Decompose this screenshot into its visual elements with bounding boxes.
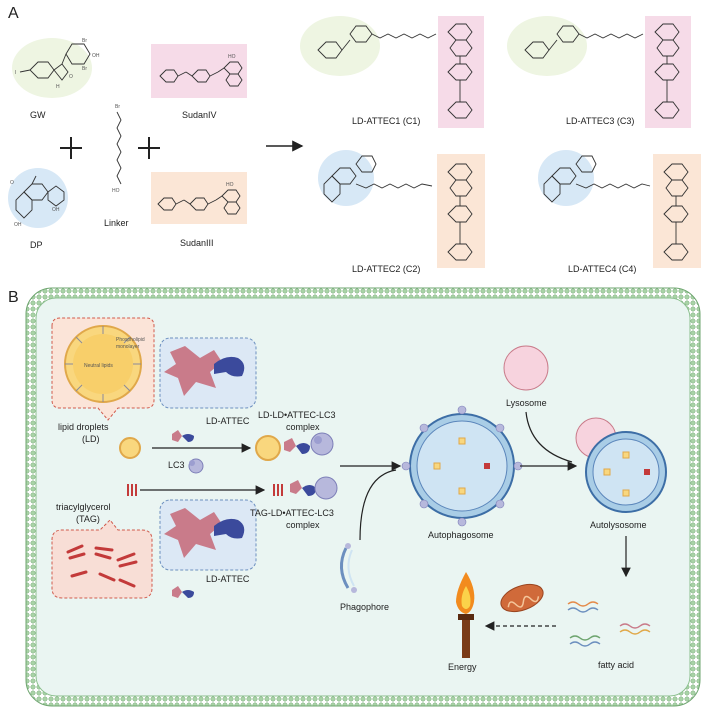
sudan3-molecule: HO	[151, 172, 247, 224]
attec-bubble-top	[159, 337, 257, 409]
autolysosome	[575, 417, 667, 513]
c2-label: LD-ATTEC2 (C2)	[352, 264, 420, 274]
energy-label: Energy	[448, 662, 477, 672]
torch-icon	[456, 572, 475, 658]
c3-label: LD-ATTEC3 (C3)	[566, 116, 634, 126]
ld-attec-label-bottom: LD-ATTEC	[206, 574, 250, 584]
plus-icon-1	[60, 137, 82, 159]
product-c4	[538, 150, 701, 268]
complex-bottom-line2: complex	[286, 520, 320, 530]
panel-b-letter: B	[8, 289, 19, 306]
dp-oh1: OH	[52, 207, 60, 213]
lysosome	[503, 345, 549, 391]
gw-label: GW	[30, 110, 46, 120]
lc3-label: LC3	[168, 460, 185, 470]
attec-molecule-icon-2	[172, 586, 194, 598]
ld-label-line2: (LD)	[82, 434, 100, 444]
complex-top-line1: LD-LD•ATTEC-LC3	[258, 410, 336, 420]
fatty-acid-icon	[567, 601, 651, 647]
phagophore	[340, 543, 357, 593]
autophagosome-label: Autophagosome	[428, 530, 494, 540]
phospholipid-line2: monolayer	[116, 344, 140, 350]
gw-h: H	[56, 84, 60, 90]
autolysosome-label: Autolysosome	[590, 520, 647, 530]
ld-complex	[255, 432, 334, 461]
arrow-lysosome	[525, 411, 573, 463]
lc3-protein-icon	[188, 458, 204, 474]
neutral-lipids: Neutral lipids	[84, 363, 113, 369]
linker-label: Linker	[104, 218, 129, 228]
gw-oh: OH	[92, 53, 100, 59]
tag-label-line2: (TAG)	[76, 514, 100, 524]
dp-label: DP	[30, 240, 43, 250]
sudan4-oh: HO	[228, 54, 236, 60]
sudan4-label: SudanIV	[182, 110, 217, 120]
linker-br: Br	[115, 104, 120, 110]
product-c1	[300, 16, 484, 128]
tag-icon	[127, 484, 137, 496]
dp-oh2: OH	[14, 222, 22, 228]
phagophore-label: Phagophore	[340, 602, 389, 612]
autophagosome	[401, 405, 523, 527]
linker-molecule: Br HO	[112, 104, 122, 194]
c1-label: LD-ATTEC1 (C1)	[352, 116, 420, 126]
plus-icon-2	[138, 137, 160, 159]
gw-molecule: I Br Br OH O H	[12, 38, 100, 98]
complex-top-line2: complex	[286, 422, 320, 432]
dp-o1: O	[10, 180, 14, 186]
ld-attec-label-top: LD-ATTEC	[206, 416, 250, 426]
sudan4-molecule: HO	[151, 44, 247, 98]
lipid-droplet-icon	[119, 437, 141, 459]
gw-br2: Br	[82, 66, 87, 72]
phospholipid-line1: Phospholipid	[116, 337, 145, 343]
gw-o: O	[69, 74, 73, 80]
gw-iodine: I	[15, 70, 16, 76]
c4-label: LD-ATTEC4 (C4)	[568, 264, 636, 274]
tag-complex	[273, 476, 338, 500]
sudan3-oh: HO	[226, 182, 234, 188]
dp-molecule: O OH OH	[8, 168, 68, 228]
gw-br1: Br	[82, 38, 87, 44]
mitochondrion-icon	[500, 583, 544, 613]
tag-zoom-bubble	[51, 519, 153, 599]
ld-label-line1: lipid droplets	[58, 422, 109, 432]
linker-ho: HO	[112, 188, 120, 194]
attec-molecule-icon	[172, 430, 194, 442]
complex-bottom-line1: TAG-LD•ATTEC-LC3	[250, 508, 334, 518]
product-c3	[507, 16, 691, 128]
tag-label-line1: triacylglycerol	[56, 502, 111, 512]
attec-bubble-bottom	[159, 499, 257, 571]
arrow-phagophore-up	[359, 469, 397, 541]
panel-a-letter: A	[8, 5, 19, 22]
ld-zoom-bubble: Phospholipid monolayer Neutral lipids	[51, 317, 155, 421]
product-c2	[318, 150, 485, 268]
fatty-acid-label: fatty acid	[598, 660, 634, 670]
sudan3-label: SudanIII	[180, 238, 214, 248]
lysosome-label: Lysosome	[506, 398, 547, 408]
